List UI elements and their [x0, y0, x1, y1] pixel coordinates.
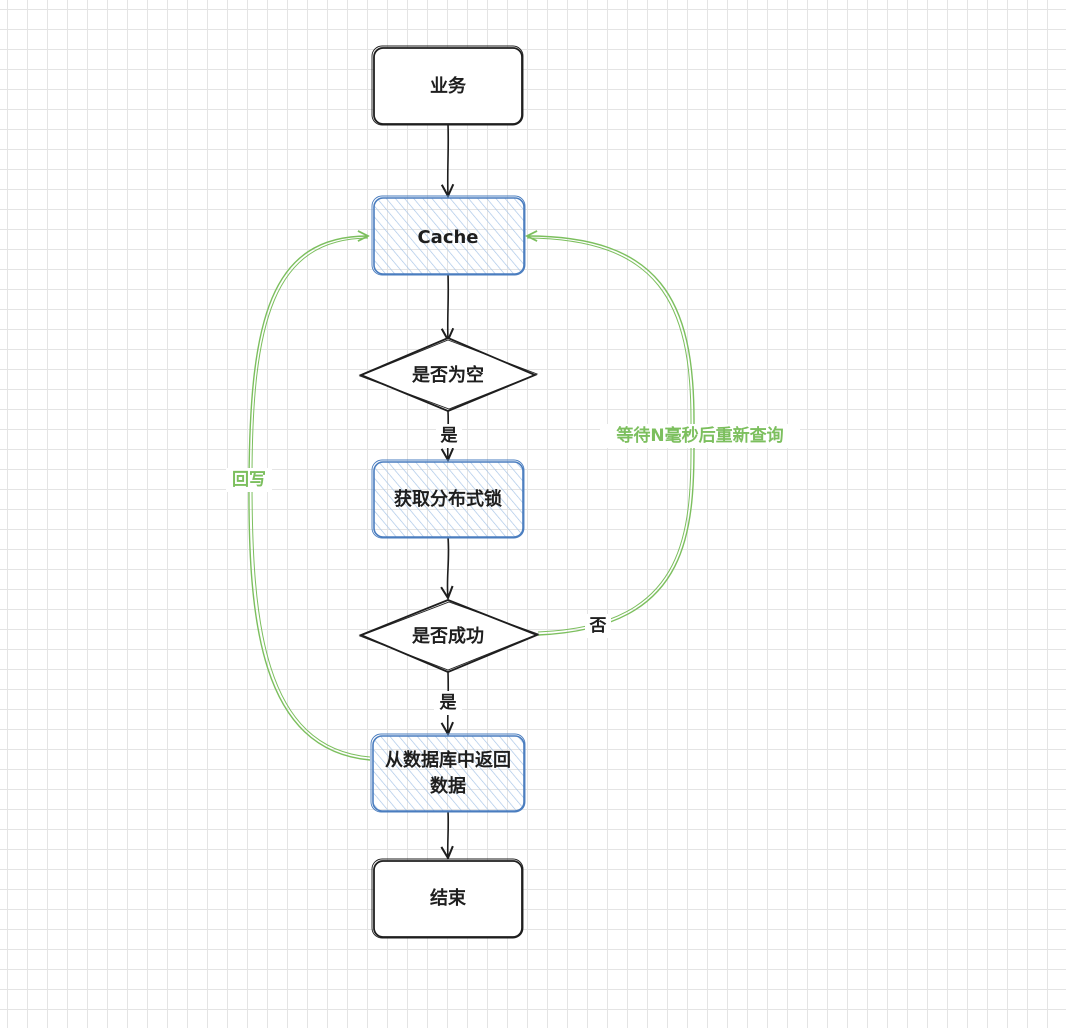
edge-retry-loop [527, 236, 695, 636]
node-acquire-lock: 获取分布式锁 [371, 459, 525, 539]
edge-label-write-back: 回写 [232, 470, 266, 490]
node-is-success: 是否成功 [358, 599, 540, 673]
edge-write-back-loop [248, 236, 371, 761]
node-business: 业务 [371, 45, 524, 126]
node-cache: Cache [371, 195, 526, 276]
node-is-empty-label: 是否为空 [411, 364, 484, 386]
node-end-label: 结束 [430, 887, 467, 909]
edge-lock-to-is-success [447, 536, 448, 598]
node-end: 结束 [371, 858, 524, 939]
edge-label-retry: 等待N毫秒后重新查询 [616, 425, 783, 446]
edge-label-empty-yes: 是 [441, 426, 458, 446]
node-business-label: 业务 [430, 75, 467, 97]
node-acquire-lock-label: 获取分布式锁 [394, 488, 502, 510]
node-is-empty: 是否为空 [358, 337, 539, 412]
edge-label-success-no: 否 [589, 616, 607, 636]
node-is-success-label: 是否成功 [411, 625, 484, 647]
node-db-return: 从数据库中返回 数据 [370, 733, 526, 813]
edge-label-success-yes: 是 [440, 693, 457, 713]
node-db-return-label-line2: 数据 [430, 775, 466, 797]
node-cache-label: Cache [417, 227, 478, 248]
node-db-return-label-line1: 从数据库中返回 [385, 749, 511, 771]
edge-cache-to-is-empty [448, 273, 449, 340]
edge-db-to-end [448, 810, 449, 858]
edge-business-to-cache [448, 123, 449, 196]
